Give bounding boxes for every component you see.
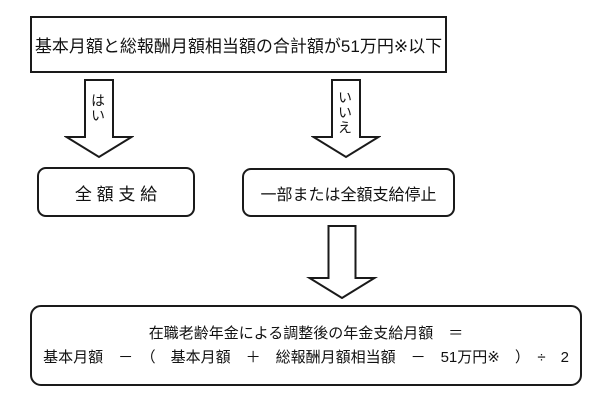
formula-box: 在職老齢年金による調整後の年金支給月額 ＝ 基本月額 － （ 基本月額 ＋ 総報…: [30, 305, 582, 386]
yes-down-arrow-icon: [64, 79, 134, 159]
formula-line-1: 在職老齢年金による調整後の年金支給月額 ＝: [148, 325, 464, 343]
partial-or-full-suspension-box: 一部または全額支給停止: [242, 168, 455, 217]
no-arrow-label: いいえ: [337, 90, 353, 135]
down-arrow-icon: [306, 225, 378, 299]
yes-arrow-label: はい: [90, 93, 106, 123]
full-payment-box: 全 額 支 給: [37, 167, 195, 217]
down-arrow-shape: [306, 225, 378, 299]
condition-box: 基本月額と総報酬月額相当額の合計額が51万円※以下: [30, 16, 447, 73]
no-down-arrow-shape: [311, 79, 381, 159]
yes-down-arrow-shape: [64, 79, 134, 159]
formula-line-2: 基本月額 － （ 基本月額 ＋ 総報酬月額相当額 － 51万円※ ） ÷ 2: [43, 348, 569, 366]
no-down-arrow-icon: [311, 79, 381, 159]
